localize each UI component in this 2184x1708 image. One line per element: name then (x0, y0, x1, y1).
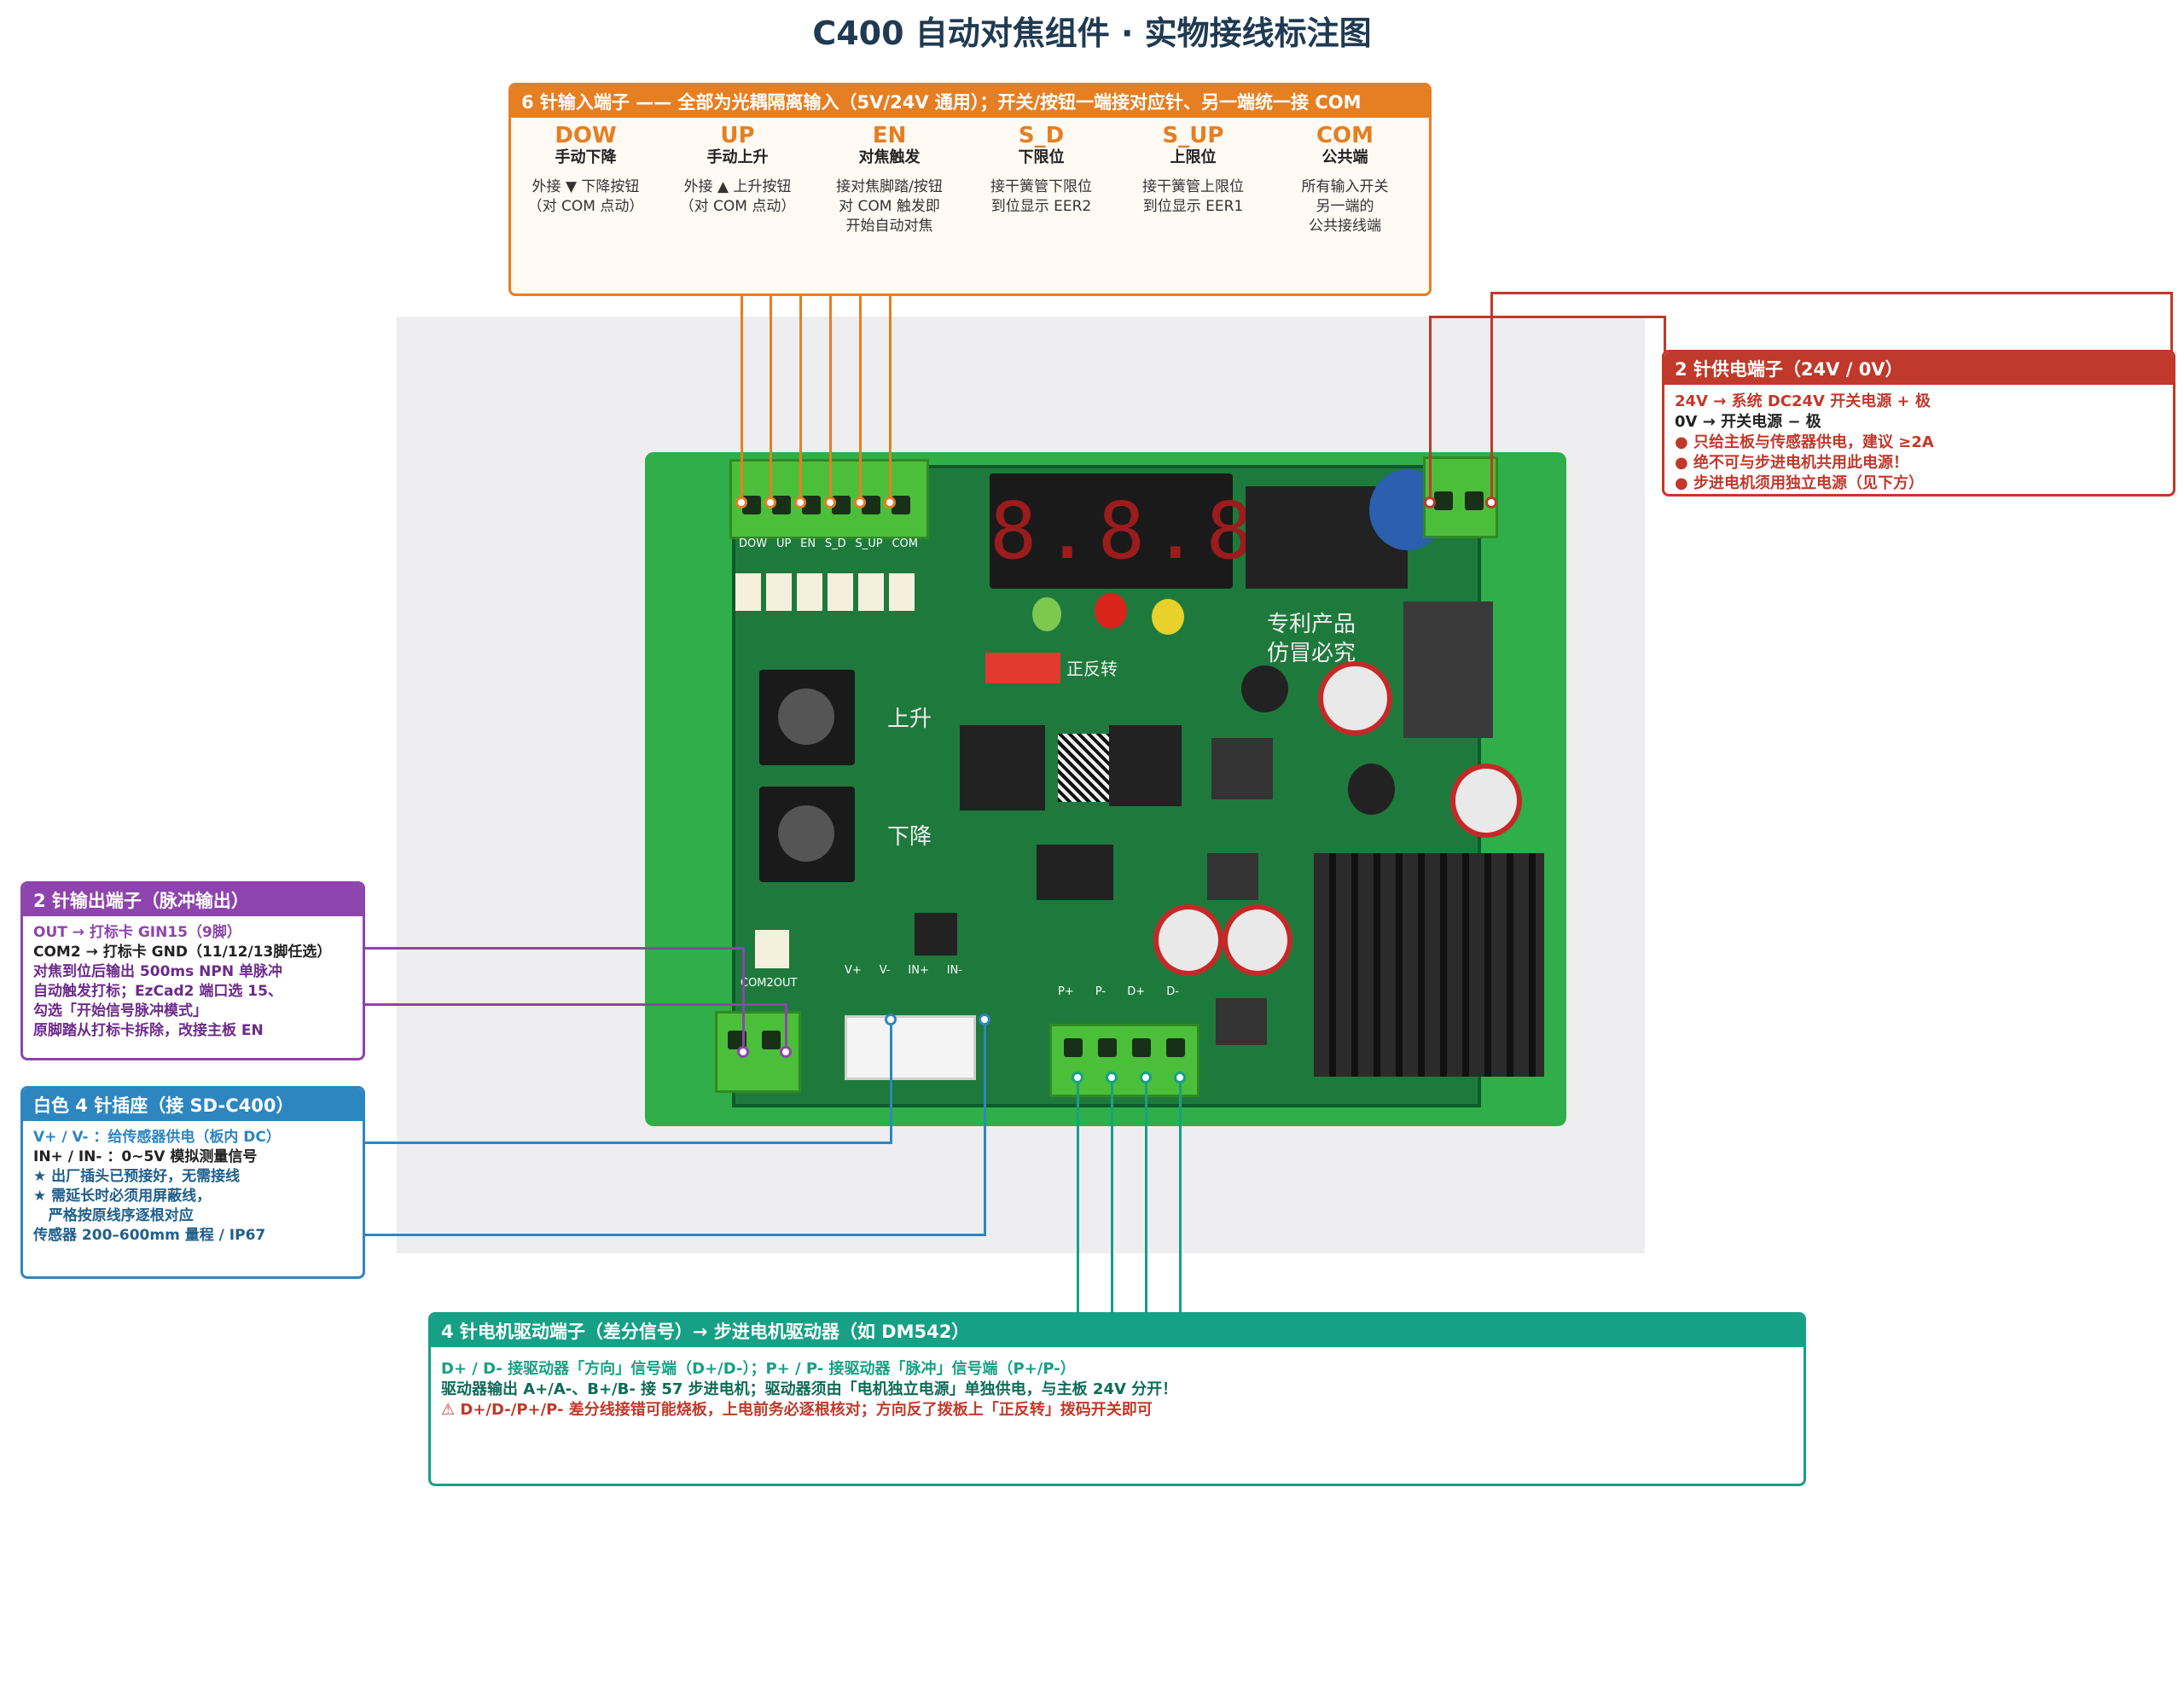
inductor-2 (1207, 853, 1258, 900)
motor-callout-body: D+ / D- 接驱动器「方向」信号端（D+/D-）；P+ / P- 接驱动器「… (431, 1347, 1804, 1427)
callout-line: ⚠ D+/D-/P+/P- 差分线接错可能烧板，上电前务必逐根核对；方向反了拨板… (441, 1401, 1153, 1419)
seven-segment-display: 8.8.8.8. (990, 473, 1415, 589)
up-button[interactable] (759, 670, 855, 765)
power-terminal (1423, 456, 1498, 538)
silk-inplus: IN+ (908, 964, 929, 977)
silk-vplus: V+ (845, 964, 862, 977)
capacitor-1 (1318, 661, 1392, 735)
silk-out: OUT (773, 977, 798, 990)
pin-col-sup: S_UP 上限位 接干簧管上限位 到位显示 EER1 (1142, 123, 1244, 215)
sensor-connector-callout: 白色 4 针插座（接 SD-C400） V+ / V- ：给传感器供电（板内 D… (20, 1086, 365, 1279)
callout-line: COM2 → 打标卡 GND（11/12/13脚任选） (33, 944, 332, 961)
capacitor-5 (1153, 904, 1223, 976)
silk-sd: S_D (824, 537, 846, 550)
power-callout-body: 24V → 系统 DC24V 开关电源 + 极 0V → 开关电源 − 极 ● 只给… (1664, 385, 2173, 494)
power-terminal-callout: 2 针供电端子（24V / 0V） 24V → 系统 DC24V 开关电源 + … (1662, 350, 2175, 497)
capacitor-3 (1348, 764, 1395, 815)
callout-line: 对焦到位后输出 500ms NPN 单脉冲 (33, 963, 282, 980)
callout-line: ● 绝不可与步进电机共用此电源！ (1675, 454, 1908, 472)
heatsink (1314, 853, 1544, 1077)
sensor-callout-header: 白色 4 针插座（接 SD-C400） (23, 1089, 363, 1121)
callout-line: 传感器 200–600mm 量程 / IP67 (33, 1227, 266, 1244)
small-chip (915, 913, 957, 956)
output-callout-header: 2 针输出端子（脉冲输出） (23, 884, 363, 916)
capacitor-4 (1450, 764, 1522, 838)
motor-callout-header: 4 针电机驱动端子（差分信号）→ 步进电机驱动器（如 DM542） (431, 1315, 1804, 1347)
silk-com: COM (892, 537, 918, 550)
callout-line: 0V → 开关电源 − 极 (1675, 413, 1821, 431)
output-terminal-callout: 2 针输出端子（脉冲输出） OUT → 打标卡 GIN15（9脚） COM2 → … (20, 881, 365, 1060)
silk-dminus: D- (1166, 985, 1179, 998)
callout-line: 严格按原线序逐根对应 (33, 1207, 194, 1224)
motor-terminal (1049, 1024, 1199, 1097)
callout-line: ● 只给主板与传感器供电，建议 ≥2A (1675, 433, 1934, 451)
callout-line: 自动触发打标；EzCad2 端口选 15、 (33, 983, 282, 1000)
page-title: C400 自动对焦组件 · 实物接线标注图 (812, 15, 1372, 52)
silk-en: EN (800, 537, 816, 550)
regulator-chip (1109, 725, 1182, 806)
optocouplers (735, 573, 915, 616)
output-pin-labels: COM2 OUT (741, 977, 798, 1002)
silk-com2: COM2 (741, 977, 774, 990)
capacitor-6 (1223, 904, 1292, 976)
silk-up-label: 上升 (887, 706, 932, 732)
callout-line: 24V → 系统 DC24V 开关电源 + 极 (1675, 392, 1931, 410)
capacitor-2 (1241, 665, 1288, 712)
sensor-pin-labels: V+ V- IN+ IN- (845, 964, 962, 990)
callout-line: 驱动器输出 A+/A-、B+/B- 接 57 步进电机；驱动器须由「电机独立电源… (441, 1380, 1178, 1398)
pin-col-en: EN 对焦触发 接对焦脚踏/按钮 对 COM 触发即 开始自动对焦 (836, 123, 943, 235)
pin-col-up: UP 手动上升 外接 ▲ 上升按钮 （对 COM 点动） (679, 123, 796, 215)
inductor-1 (1211, 738, 1273, 799)
silk-pplus: P+ (1058, 985, 1074, 998)
callout-line: ★ 出厂插头已预接好，无需接线 (33, 1168, 241, 1185)
input-callout-header: 6 针输入端子 —— 全部为光耦隔离输入（5V/24V 通用）；开关/按钮一端接… (511, 85, 1429, 118)
pin-col-sd: S_D 下限位 接干簧管下限位 到位显示 EER2 (990, 123, 1092, 215)
inductor-3 (1216, 998, 1267, 1045)
callout-line: 勾选「开始信号脉冲模式」 (33, 1002, 207, 1020)
silk-direction: 正反转 (1066, 659, 1118, 679)
input-terminal-callout: 6 针输入端子 —— 全部为光耦隔离输入（5V/24V 通用）；开关/按钮一端接… (508, 83, 1432, 296)
callout-line: ● 步进电机须用独立电源（见下方） (1675, 474, 1924, 492)
mcu-chip (960, 725, 1045, 810)
silk-patent-text: 专利产品 仿冒必究 (1267, 612, 1356, 666)
sensor-callout-body: V+ / V- ：给传感器供电（板内 DC） IN+ / IN- ：0~5V 模拟… (23, 1121, 363, 1252)
red-led (1095, 593, 1127, 629)
silk-down-label: 下降 (887, 824, 932, 850)
green-led (1032, 597, 1061, 631)
callout-line: IN+ / IN- ：0~5V 模拟测量信号 (33, 1148, 258, 1165)
silk-dplus: D+ (1127, 985, 1146, 998)
output-callout-body: OUT → 打标卡 GIN15（9脚） COM2 → 打标卡 GND（11/12/… (23, 916, 363, 1048)
sensor-white-connector (845, 1015, 976, 1080)
callout-line: D+ / D- 接驱动器「方向」信号端（D+/D-）；P+ / P- 接驱动器「… (441, 1360, 1076, 1378)
silk-vminus: V- (879, 964, 891, 977)
silk-up: UP (775, 537, 792, 550)
yellow-led (1152, 599, 1184, 635)
output-optocoupler (755, 930, 789, 968)
driver-chip (1037, 845, 1113, 900)
motor-pin-labels: P+ P- D+ D- (1058, 985, 1179, 1011)
pin-col-dow: DOW 手动下降 外接 ▼ 下降按钮 （对 COM 点动） (527, 123, 644, 215)
callout-line: ★ 需延长时必须用屏蔽线， (33, 1188, 212, 1205)
down-button[interactable] (759, 787, 855, 882)
callout-line: OUT → 打标卡 GIN15（9脚） (33, 924, 241, 941)
silk-sup: S_UP (855, 537, 883, 550)
motor-terminal-callout: 4 针电机驱动端子（差分信号）→ 步进电机驱动器（如 DM542） D+ / D… (428, 1312, 1806, 1486)
input-pin-labels: DOW UP EN S_D S_UP COM (739, 537, 918, 568)
power-callout-header: 2 针供电端子（24V / 0V） (1664, 352, 2173, 385)
silk-inminus: IN- (946, 964, 962, 977)
direction-dip-switch[interactable] (985, 653, 1060, 683)
silk-dow: DOW (739, 537, 768, 550)
pin-col-com: COM 公共端 所有输入开关 另一端的 公共接线端 (1301, 123, 1389, 235)
callout-line: V+ / V- ：给传感器供电（板内 DC） (33, 1129, 281, 1146)
callout-line: 原脚踏从打标卡拆除，改接主板 EN (33, 1022, 264, 1039)
silk-pminus: P- (1095, 985, 1107, 998)
common-mode-choke (1403, 601, 1493, 738)
